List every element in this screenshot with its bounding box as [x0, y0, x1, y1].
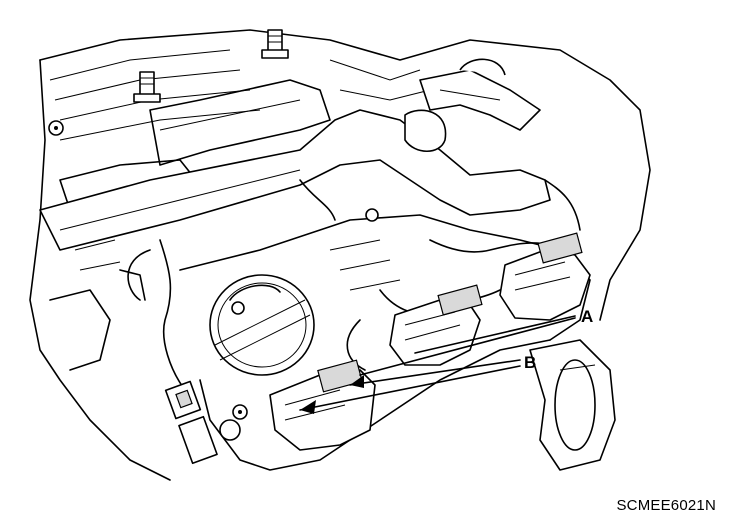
wiring-harness [119, 179, 581, 391]
cylinder-head-cover [179, 208, 591, 471]
bolt-icon [261, 29, 289, 59]
ignition-coil [499, 232, 591, 321]
harness-connector [164, 380, 218, 465]
arrowhead-icon [350, 375, 364, 388]
intake-manifold [29, 29, 651, 481]
oil-filler-cap [209, 274, 315, 376]
callout-a: A [581, 307, 593, 326]
callout-b: B [524, 353, 536, 372]
ignition-coils [269, 232, 591, 451]
bolt-group-top [48, 29, 289, 136]
bolt-icon [48, 120, 64, 136]
ignition-coil [269, 359, 376, 451]
leader-lines [299, 315, 576, 414]
bolt-icon [133, 71, 161, 103]
arrowhead-icon [300, 400, 316, 414]
lower-right-pipe [529, 339, 616, 471]
coolant-hose [404, 58, 541, 153]
figure-code: SCMEE6021N [616, 497, 716, 514]
ignition-coil [389, 284, 483, 366]
